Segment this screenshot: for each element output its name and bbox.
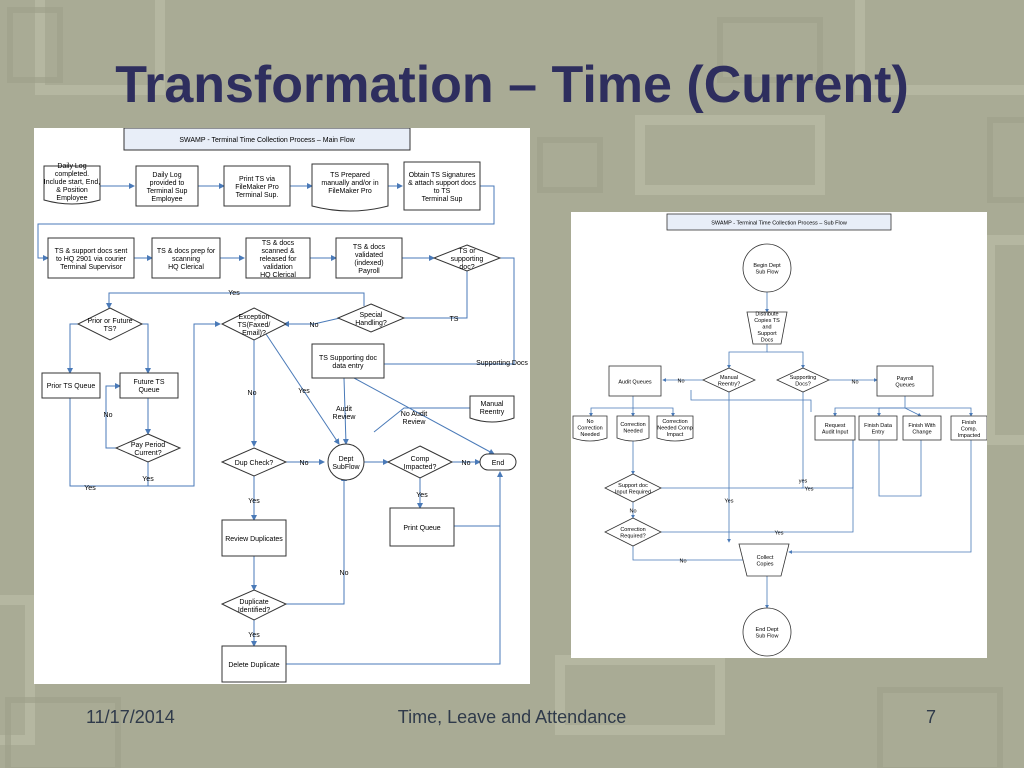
end-terminal: End <box>492 460 505 467</box>
label-no: No <box>462 460 471 467</box>
dup-check-decision: Dup Check? <box>235 460 274 467</box>
label-no: No <box>300 460 309 467</box>
page-number: 7 <box>926 707 937 727</box>
label-no: No <box>104 412 113 419</box>
label-no: No <box>677 378 684 384</box>
obtain-signatures-box: Obtain TS Signatures& attach support doc… <box>408 172 476 203</box>
label-no: No <box>679 558 686 564</box>
label-no: No <box>248 390 257 397</box>
footer-title: Time, Leave and Attendance <box>397 707 627 727</box>
sub-flow-diagram: SWAMP - Terminal Time Collection Process… <box>571 212 988 658</box>
main-flow-diagram: SWAMP - Terminal Time Collection Process… <box>34 127 530 684</box>
label-supporting-docs: Supporting Docs <box>476 360 528 367</box>
print-queue-box: Print Queue <box>403 525 440 532</box>
label-yes: Yes <box>775 530 784 536</box>
review-duplicates-box: Review Duplicates <box>225 536 283 543</box>
label-yes: Yes <box>725 498 734 504</box>
audit-queues-box: Audit Queues <box>618 379 652 385</box>
label-yes: Yes <box>416 492 428 499</box>
label-yes: Yes <box>805 486 814 492</box>
label-yes: Yes <box>248 498 260 505</box>
label-no: No <box>629 508 636 514</box>
label-yes: Yes <box>142 476 154 483</box>
footer-date: 11/17/2014 <box>86 707 175 727</box>
header-label: SWAMP - Terminal Time Collection Process… <box>179 137 355 144</box>
label-yes: Yes <box>298 388 310 395</box>
label-no: No <box>310 322 319 329</box>
delete-duplicate-box: Delete Duplicate <box>228 662 279 669</box>
prior-queue-box: Prior TS Queue <box>47 383 96 390</box>
label-yes: Yes <box>228 290 240 297</box>
label-yes: yes <box>799 478 808 484</box>
label-yes: Yes <box>248 632 260 639</box>
label-yes: Yes <box>84 485 96 492</box>
slide-title: Transformation – Time (Current) <box>115 56 909 114</box>
label-no: No <box>851 379 858 385</box>
sub-header-label: SWAMP - Terminal Time Collection Process… <box>711 220 847 226</box>
label-ts: TS <box>450 316 459 323</box>
label-no: No <box>340 570 349 577</box>
